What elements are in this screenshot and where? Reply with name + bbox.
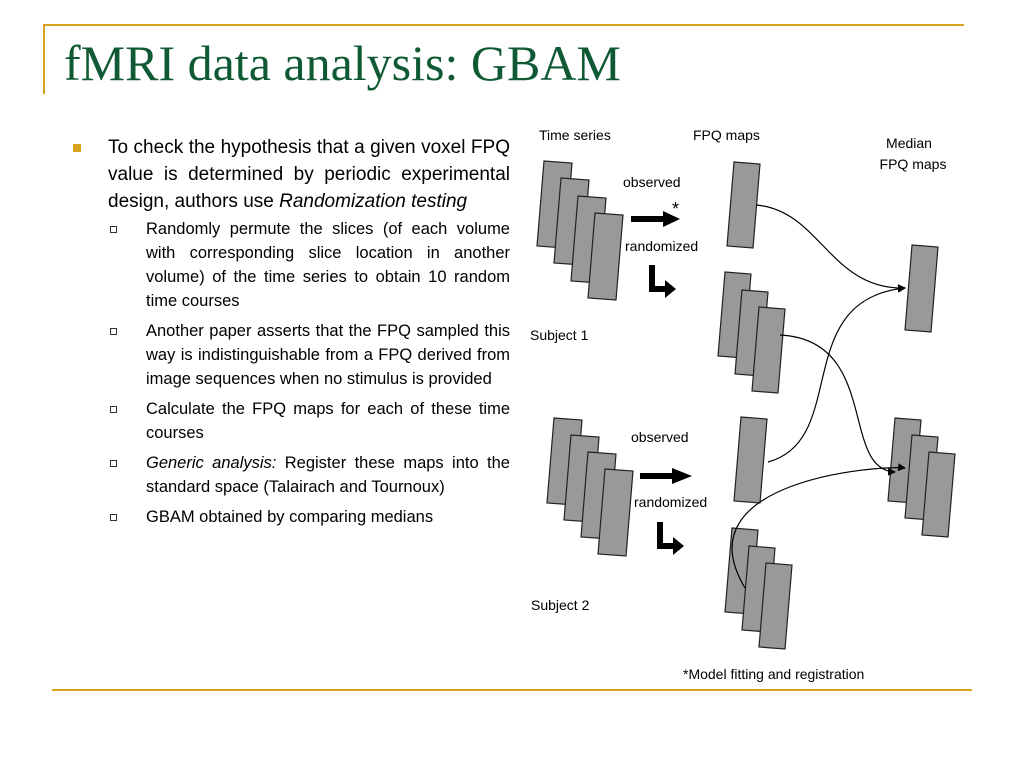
hollow-square-bullet-icon: [110, 328, 117, 335]
fpq-maps-label: FPQ maps: [693, 127, 760, 143]
main-bullet-text: To check the hypothesis that a given vox…: [108, 137, 510, 212]
observed-label-subject1: observed: [623, 174, 681, 190]
subject1-label: Subject 1: [530, 327, 589, 343]
slice-panel: [597, 468, 634, 557]
slice-panel: [758, 562, 793, 650]
hollow-square-bullet-icon: [110, 514, 117, 521]
bottom-rule: [52, 689, 972, 691]
footnote: *Model fitting and registration: [683, 666, 864, 682]
sub-bullet-3: Calculate the FPQ maps for each of these…: [70, 397, 510, 445]
sub-bullet-list: Randomly permute the slices (of each vol…: [70, 217, 510, 529]
main-bullet: To check the hypothesis that a given vox…: [70, 134, 510, 215]
bent-arrow-icon: [649, 265, 676, 298]
connector-s2-observed-to-median: [767, 284, 906, 463]
hollow-square-bullet-icon: [110, 226, 117, 233]
slice-panel: [921, 451, 956, 538]
subject1-observed-fpq-map: [726, 161, 761, 249]
median-observed-fpq-map: [904, 244, 939, 333]
slice-panel: [587, 212, 624, 301]
main-bullet-emphasis: Randomization testing: [279, 191, 468, 212]
hollow-square-bullet-icon: [110, 406, 117, 413]
subject1-randomized-fpq-stack: [717, 271, 786, 394]
sub-bullet-1: Randomly permute the slices (of each vol…: [70, 217, 510, 313]
slide-title: fMRI data analysis: GBAM: [64, 35, 621, 91]
sub-bullet-5: GBAM obtained by comparing medians: [70, 505, 510, 529]
sub-bullet-emphasis: Generic analysis:: [146, 454, 277, 472]
median-randomized-fpq-stack: [887, 417, 956, 538]
median-label-line1: Median: [886, 135, 932, 151]
connector-s1-observed-to-median: [755, 204, 906, 293]
observed-label-subject2: observed: [631, 429, 689, 445]
right-arrow-icon: [631, 211, 680, 227]
subject2-randomized-fpq-stack: [724, 527, 793, 650]
sub-bullet-4: Generic analysis: Register these maps in…: [70, 451, 510, 499]
subject2-label: Subject 2: [531, 597, 590, 613]
subject2-time-series-stack: [546, 417, 634, 557]
bent-arrow-icon: [657, 522, 684, 555]
top-rule: [43, 24, 964, 26]
sub-bullet-text: Register these maps into the standard sp…: [146, 454, 510, 496]
hollow-square-bullet-icon: [110, 460, 117, 467]
sub-bullet-text: Another paper asserts that the FPQ sampl…: [146, 322, 510, 388]
sub-bullet-text: Randomly permute the slices (of each vol…: [146, 220, 510, 310]
left-rule: [43, 24, 45, 94]
median-label-line2: FPQ maps: [880, 156, 947, 172]
asterisk-mark: *: [672, 199, 679, 219]
randomized-label-subject2: randomized: [634, 494, 707, 510]
slice-panel: [751, 306, 786, 394]
bullet-square-icon: [73, 144, 81, 152]
sub-bullet-2: Another paper asserts that the FPQ sampl…: [70, 319, 510, 391]
connector-s1-randomized-to-median-stack: [779, 334, 896, 476]
right-arrow-icon: [640, 468, 692, 484]
subject2-observed-fpq-map: [733, 416, 768, 504]
time-series-label: Time series: [539, 127, 611, 143]
subject1-time-series-stack: [536, 160, 624, 301]
bullet-content: To check the hypothesis that a given vox…: [70, 134, 510, 535]
connector-s2-randomized-to-median-stack: [731, 463, 906, 589]
randomized-label-subject1: randomized: [625, 238, 698, 254]
sub-bullet-text: Calculate the FPQ maps for each of these…: [146, 400, 510, 442]
sub-bullet-text: GBAM obtained by comparing medians: [146, 508, 434, 526]
